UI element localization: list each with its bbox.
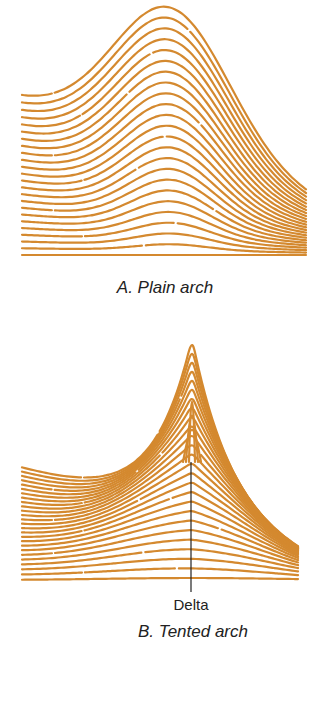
plain-arch-ridges — [22, 7, 306, 255]
ridge-line — [22, 473, 298, 552]
callout-label: Delta — [173, 596, 208, 614]
ridge-line — [22, 568, 298, 575]
ridge-line — [183, 430, 201, 462]
ridge-line — [22, 147, 306, 230]
ridge-line — [22, 578, 298, 580]
caption-label: A. Plain arch — [117, 278, 213, 298]
ridge-line — [22, 50, 306, 203]
ridge-line — [22, 61, 306, 207]
leader-line — [190, 462, 191, 592]
ridge-line — [22, 18, 306, 193]
ridge-line — [22, 180, 306, 238]
ridge-line — [22, 254, 306, 256]
ridge-line — [22, 223, 306, 248]
ridge-line — [22, 39, 306, 200]
ridge-line — [22, 492, 298, 554]
tented-arch-ridges — [22, 345, 298, 580]
caption-label: B. Tented arch — [138, 622, 248, 642]
ridge-line — [22, 7, 306, 190]
ridge-line — [22, 28, 306, 196]
